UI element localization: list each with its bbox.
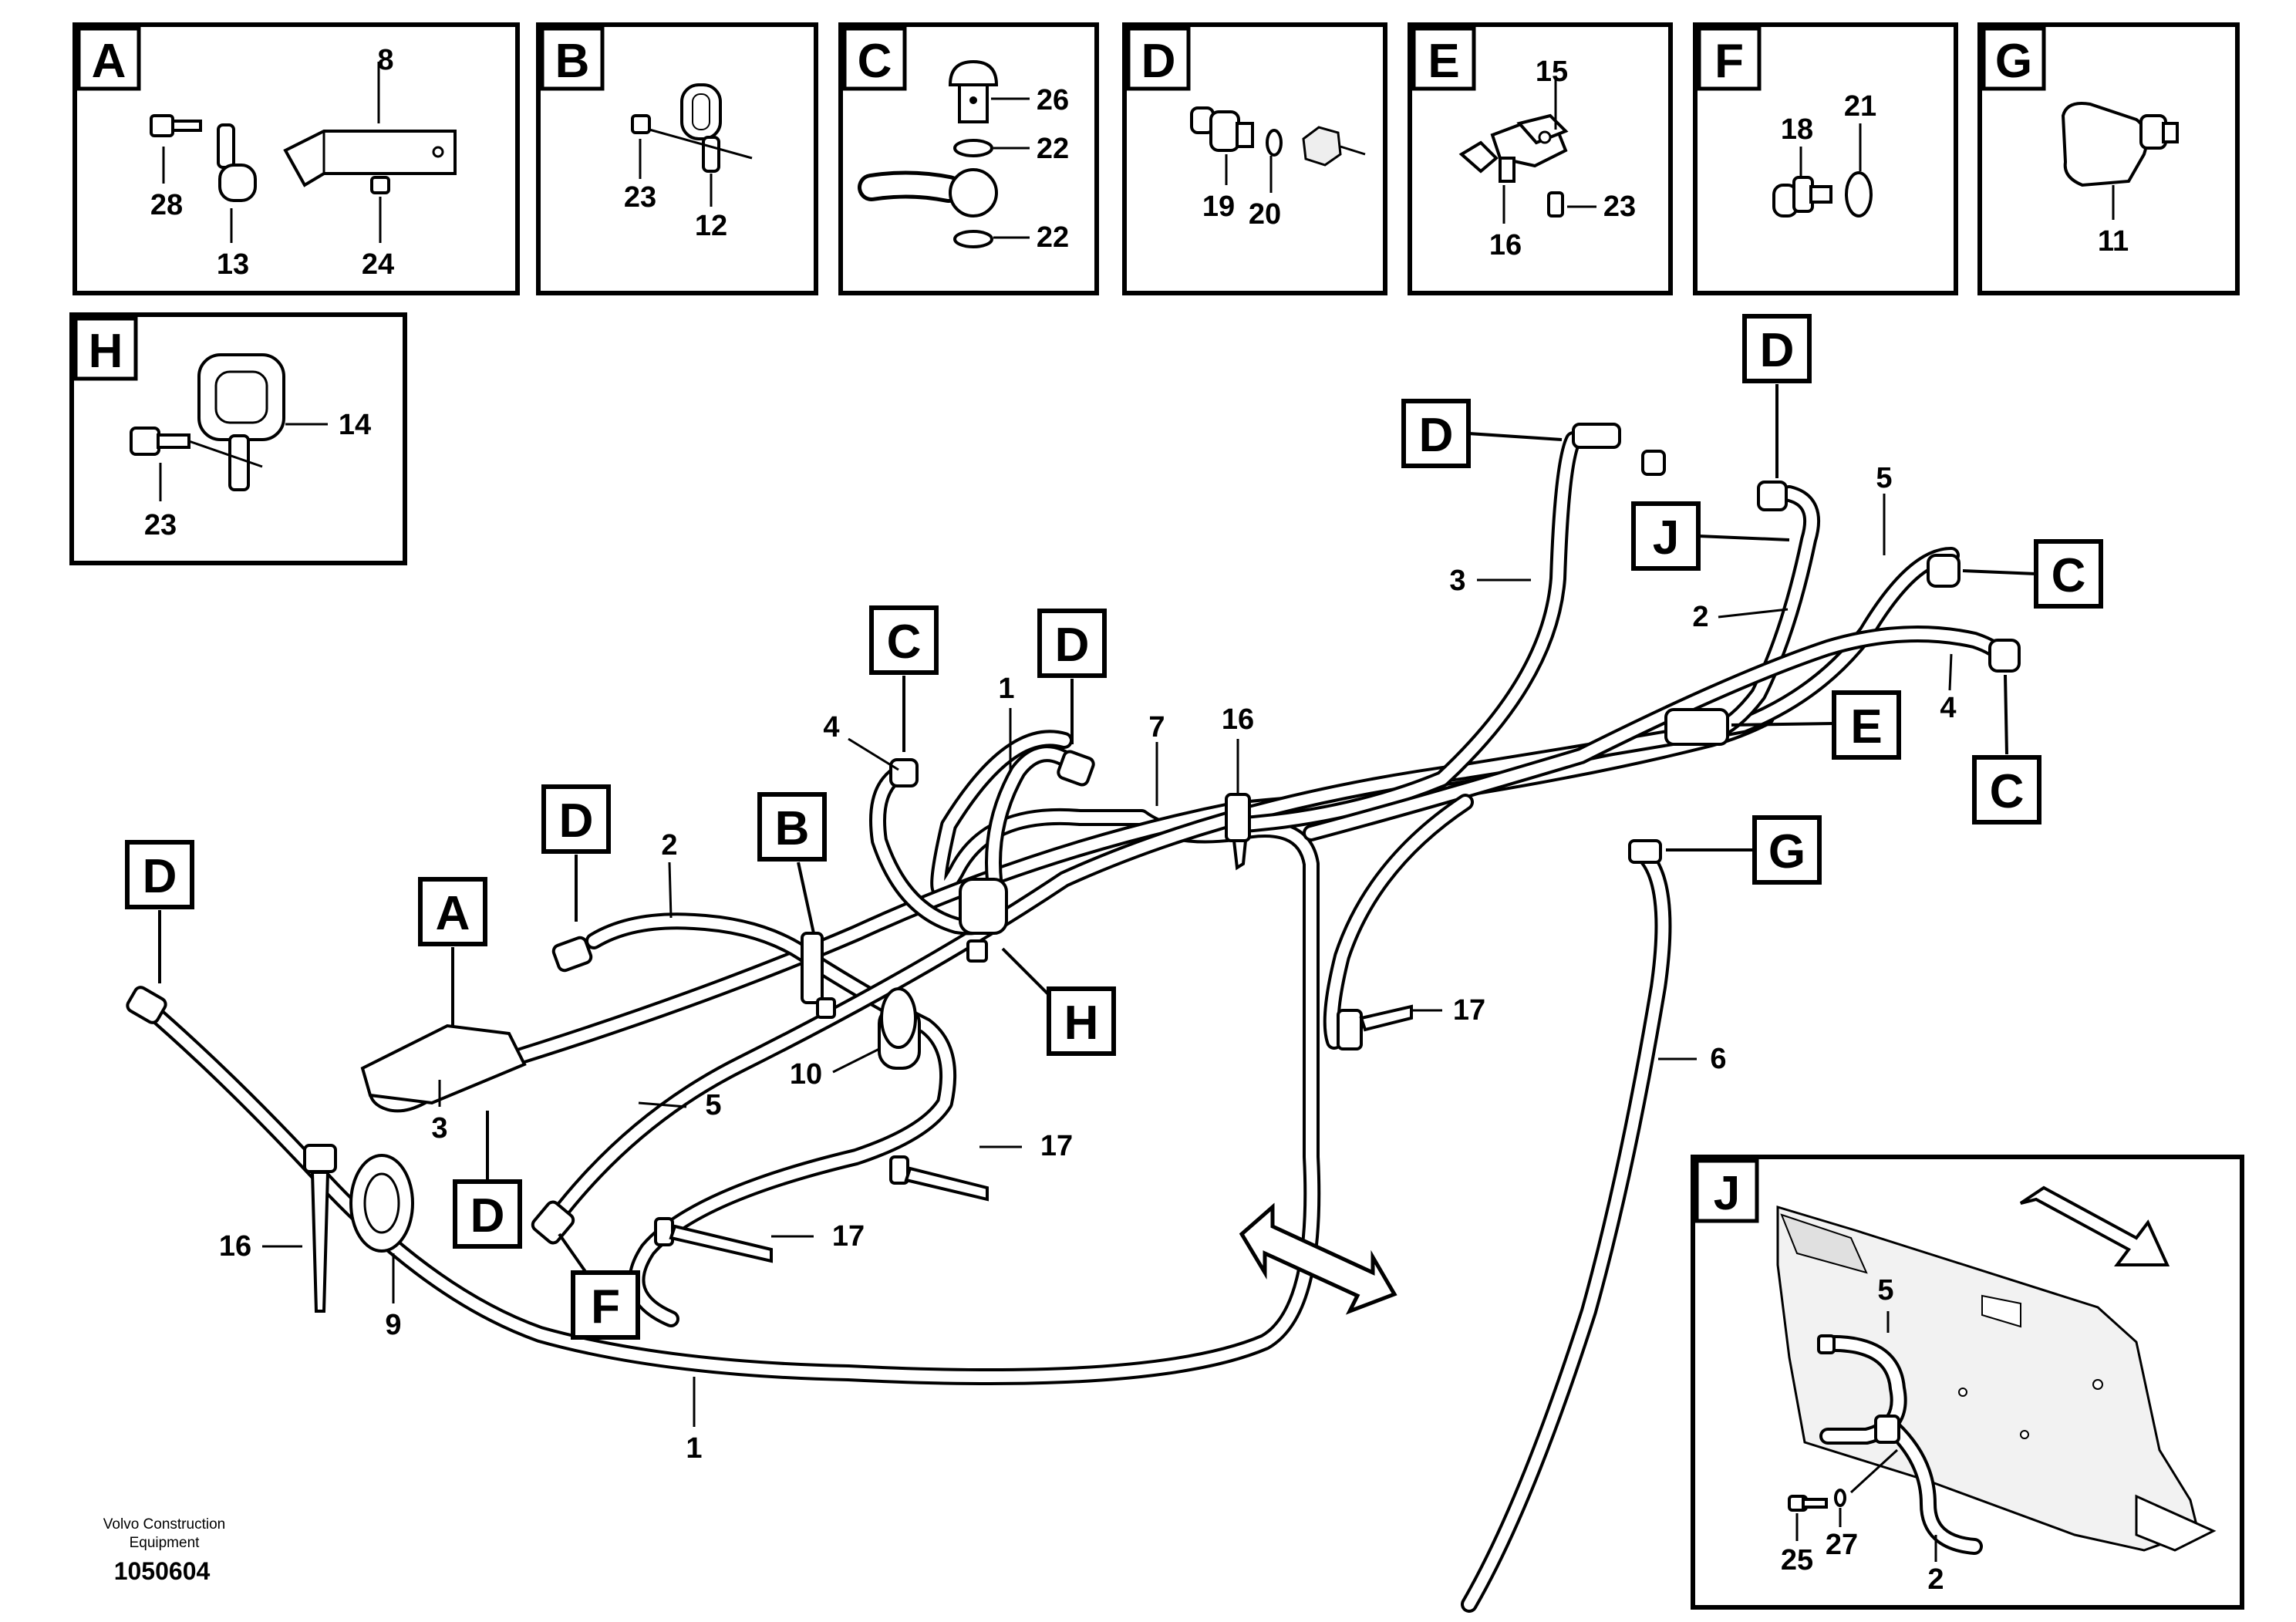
panel-a-label-13: 13 xyxy=(217,248,249,281)
panel-d-label-20: 20 xyxy=(1249,198,1281,231)
label-5-right: 5 xyxy=(1876,462,1892,494)
panel-g-label-11: 11 xyxy=(2098,225,2129,258)
callout-f: F xyxy=(591,1280,620,1334)
detail-panel-g: G 11 xyxy=(1977,22,2240,295)
detail-panel-h: H 14 23 xyxy=(69,312,407,565)
callout-g: G xyxy=(1768,825,1805,878)
detail-panel-b: B 23 12 xyxy=(536,22,818,295)
label-1-top: 1 xyxy=(998,673,1014,705)
panel-d-label-19: 19 xyxy=(1202,191,1235,223)
label-17-a: 17 xyxy=(1453,994,1485,1027)
footer-company-line2: Equipment xyxy=(130,1535,201,1551)
label-2-right: 2 xyxy=(1692,601,1708,633)
footer-doc-number: 1050604 xyxy=(114,1557,211,1585)
panel-a-label-24: 24 xyxy=(362,248,394,281)
callout-c-left: C xyxy=(887,615,922,669)
callout-d-3: D xyxy=(1055,619,1090,672)
panel-c-label-26: 26 xyxy=(1037,84,1069,116)
panel-b-letter: B xyxy=(555,35,590,88)
detail-panel-d: D 19 20 xyxy=(1122,22,1387,295)
label-4-left: 4 xyxy=(823,711,839,744)
panel-e-letter: E xyxy=(1428,35,1459,88)
panel-j-label-27: 27 xyxy=(1826,1529,1858,1561)
footer: Volvo Construction Equipment 1050604 xyxy=(103,1516,225,1585)
footer-company-line1: Volvo Construction xyxy=(103,1516,225,1533)
panel-a-letter: A xyxy=(92,35,126,88)
panel-c-letter: C xyxy=(858,35,892,88)
label-3-right: 3 xyxy=(1449,565,1465,597)
panel-e-label-15: 15 xyxy=(1536,56,1568,88)
callout-j: J xyxy=(1653,511,1679,565)
callout-d-bottom: D xyxy=(470,1189,505,1243)
panel-j-letter: J xyxy=(1714,1167,1740,1220)
panel-e-label-23: 23 xyxy=(1603,191,1636,223)
panel-h-letter: H xyxy=(89,325,123,378)
label-3-left: 3 xyxy=(431,1112,447,1145)
panel-g-letter: G xyxy=(1995,35,2032,88)
callouts: D A D B C D H D F D xyxy=(125,314,2103,1340)
flow-arrow xyxy=(1239,1202,1397,1315)
callout-c-lower-right: C xyxy=(1990,765,2025,818)
label-6: 6 xyxy=(1710,1043,1726,1075)
callout-d-upper: D xyxy=(1419,409,1454,462)
panel-f-label-21: 21 xyxy=(1844,90,1876,123)
panel-h-label-23: 23 xyxy=(144,509,177,541)
label-10: 10 xyxy=(790,1058,822,1091)
label-5-left: 5 xyxy=(705,1089,721,1121)
panel-j-label-5: 5 xyxy=(1877,1274,1893,1307)
panel-c-label-22b: 22 xyxy=(1037,221,1069,254)
callout-a: A xyxy=(436,887,470,940)
panel-b-label-23: 23 xyxy=(624,181,656,214)
callout-c-right: C xyxy=(2052,549,2086,602)
detail-panel-e: E 15 23 16 xyxy=(1408,22,1673,295)
detail-panel-a: A 8 28 13 24 xyxy=(72,22,520,295)
part-number-labels: 1 1 2 2 3 3 4 4 5 5 6 7 9 10 16 16 17 17 xyxy=(219,462,1957,1465)
panel-d-letter: D xyxy=(1141,35,1176,88)
label-17-b: 17 xyxy=(1040,1130,1073,1162)
panel-a-label-28: 28 xyxy=(150,189,183,221)
panel-f-letter: F xyxy=(1714,35,1744,88)
panel-j-label-25: 25 xyxy=(1781,1544,1813,1576)
callout-d-left: D xyxy=(143,850,177,903)
panel-h-label-14: 14 xyxy=(339,409,371,441)
panel-a-label-8: 8 xyxy=(377,44,393,76)
label-2-left: 2 xyxy=(661,829,677,862)
callout-h: H xyxy=(1064,996,1099,1050)
callout-b: B xyxy=(775,802,810,855)
panel-b-label-12: 12 xyxy=(695,210,727,242)
label-7: 7 xyxy=(1148,711,1165,744)
label-16-left: 16 xyxy=(219,1230,251,1263)
panel-c-label-22a: 22 xyxy=(1037,133,1069,165)
detail-panel-f: F 18 21 xyxy=(1693,22,1958,295)
detail-panel-j: J 5 25 27 2 xyxy=(1691,1155,2244,1610)
label-9: 9 xyxy=(385,1309,401,1341)
callout-e: E xyxy=(1850,700,1882,754)
panel-j-label-2: 2 xyxy=(1927,1563,1944,1596)
label-1-bottom: 1 xyxy=(686,1432,702,1465)
callout-d-top: D xyxy=(1760,324,1795,377)
panel-f-label-18: 18 xyxy=(1781,113,1813,146)
label-4-right: 4 xyxy=(1940,692,1956,724)
hose-assembly xyxy=(126,423,2021,1613)
callout-d-2: D xyxy=(559,794,594,848)
label-17-c: 17 xyxy=(832,1220,865,1253)
panel-e-label-16: 16 xyxy=(1489,229,1522,261)
detail-panel-c: C 26 22 22 xyxy=(838,22,1099,295)
label-16-mid: 16 xyxy=(1222,703,1254,736)
